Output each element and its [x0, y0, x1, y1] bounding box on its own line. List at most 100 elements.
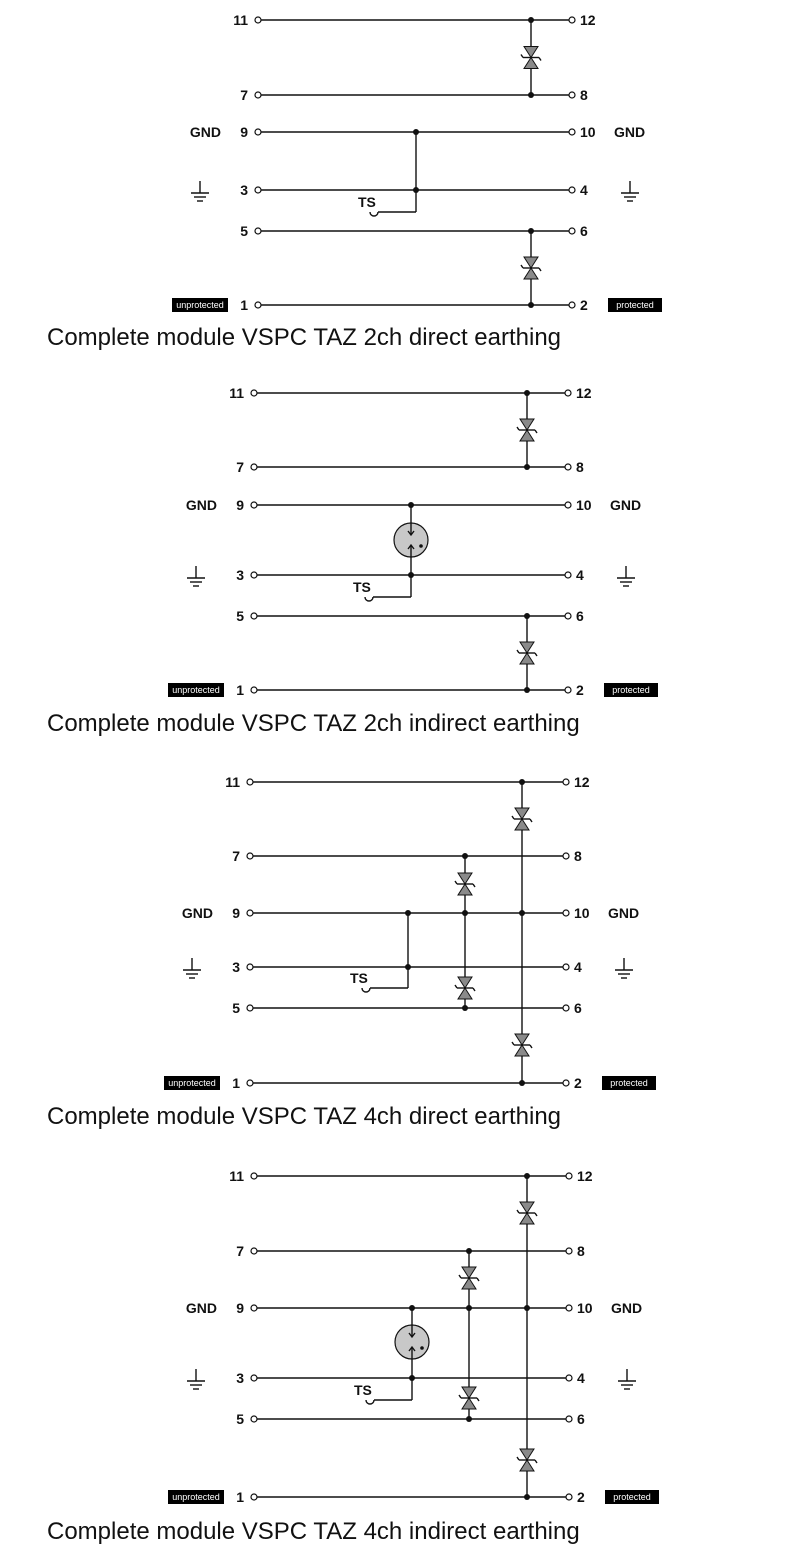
gnd-label-left: GND	[186, 1300, 217, 1316]
tvs-bar-hook-right	[538, 57, 542, 61]
terminal-label-2: 2	[576, 682, 584, 698]
terminal-8	[562, 852, 570, 860]
gdt-arrow-top	[407, 530, 415, 537]
protected-tag: protected	[610, 1078, 648, 1088]
junction-dot	[413, 129, 419, 135]
protected-tag: protected	[616, 300, 654, 310]
junction-dot	[519, 1080, 525, 1086]
module-caption: Complete module VSPC TAZ 2ch indirect ea…	[47, 710, 580, 737]
terminal-label-7: 7	[236, 1243, 244, 1259]
terminal-label-12: 12	[574, 774, 590, 790]
tvs-lower-triangle	[514, 1044, 530, 1057]
tvs-bar-hook-left	[516, 1456, 520, 1461]
tvs-bar-hook-left	[458, 1274, 462, 1279]
junction-dot	[524, 464, 530, 470]
terminal-11	[246, 778, 254, 786]
junction-dot	[528, 92, 534, 98]
terminal-label-9: 9	[240, 124, 248, 140]
terminal-5	[246, 1004, 254, 1012]
tvs-bar-hook-right	[529, 1044, 533, 1049]
junction-dot	[466, 1416, 472, 1422]
terminal-label-10: 10	[577, 1300, 593, 1316]
terminal-label-5: 5	[232, 1000, 240, 1016]
junction-dot	[524, 1494, 530, 1500]
terminal-label-2: 2	[577, 1489, 585, 1505]
terminal-label-12: 12	[576, 385, 592, 401]
ts-label: TS	[350, 970, 368, 986]
gdt-dot	[420, 1346, 424, 1350]
terminal-6	[564, 612, 572, 620]
gnd-label-right: GND	[610, 497, 641, 513]
terminal-label-9: 9	[236, 1300, 244, 1316]
tvs-diode	[516, 1201, 538, 1225]
ts-hook	[364, 596, 374, 602]
junction-dot	[408, 502, 414, 508]
tvs-bar-hook-right	[472, 987, 476, 992]
terminal-7	[250, 463, 258, 471]
tvs-diode	[458, 1266, 480, 1290]
terminal-8	[565, 1247, 573, 1255]
tvs-lower-triangle	[514, 818, 530, 831]
terminal-label-5: 5	[236, 1411, 244, 1427]
terminal-4	[568, 186, 576, 194]
terminal-label-5: 5	[240, 223, 248, 239]
tvs-lower-triangle	[457, 883, 473, 896]
tvs-bar-hook-right	[472, 883, 476, 888]
tvs-bar-hook-left	[520, 264, 524, 269]
tvs-upper-triangle	[514, 1033, 530, 1046]
tvs-upper-triangle	[519, 641, 535, 654]
ts-label: TS	[354, 1382, 372, 1398]
terminal-label-12: 12	[580, 12, 596, 28]
terminal-label-1: 1	[232, 1075, 240, 1091]
tvs-diode	[511, 807, 533, 831]
tvs-lower-triangle	[519, 1459, 535, 1472]
tvs-upper-triangle	[514, 807, 530, 820]
tvs-upper-triangle	[519, 1448, 535, 1461]
junction-dot	[528, 302, 534, 308]
tvs-upper-triangle	[461, 1386, 477, 1399]
tvs-diode	[516, 641, 538, 665]
terminal-3	[250, 1374, 258, 1382]
tvs-upper-triangle	[457, 872, 473, 885]
tvs-bar-hook-left	[454, 984, 458, 989]
thermal-switch: TS	[358, 190, 417, 217]
terminal-3	[254, 186, 262, 194]
terminal-6	[565, 1415, 573, 1423]
gnd-label-right: GND	[608, 905, 639, 921]
terminal-11	[254, 16, 262, 24]
terminal-11	[250, 389, 258, 397]
terminal-label-4: 4	[574, 959, 582, 975]
terminal-label-11: 11	[225, 774, 240, 790]
terminal-12	[565, 1172, 573, 1180]
ts-hook	[361, 987, 371, 993]
terminal-6	[568, 227, 576, 235]
terminal-1	[246, 1079, 254, 1087]
thermal-switch: TS	[350, 967, 409, 993]
tvs-upper-triangle	[523, 46, 539, 59]
terminal-10	[565, 1304, 573, 1312]
terminal-label-3: 3	[232, 959, 240, 975]
tvs-bar-hook-right	[534, 1212, 538, 1217]
terminal-label-3: 3	[236, 567, 244, 583]
junction-dot	[524, 687, 530, 693]
gnd-label-left: GND	[186, 497, 217, 513]
ground-symbol-right	[615, 958, 633, 979]
junction-dot	[466, 1248, 472, 1254]
gdt-arrow-bottom	[408, 1345, 416, 1352]
terminal-6	[562, 1004, 570, 1012]
junction-dot	[462, 910, 468, 916]
tvs-upper-triangle	[523, 256, 539, 269]
tvs-lower-triangle	[461, 1397, 477, 1410]
gnd-label-left: GND	[182, 905, 213, 921]
junction-dot	[524, 390, 530, 396]
tvs-lower-triangle	[519, 429, 535, 442]
tvs-bar-hook-right	[476, 1277, 480, 1282]
module-caption: Complete module VSPC TAZ 2ch direct eart…	[47, 324, 561, 351]
tvs-bar-hook-right	[534, 429, 538, 434]
ts-hook	[365, 1399, 375, 1405]
terminal-label-8: 8	[580, 87, 588, 103]
